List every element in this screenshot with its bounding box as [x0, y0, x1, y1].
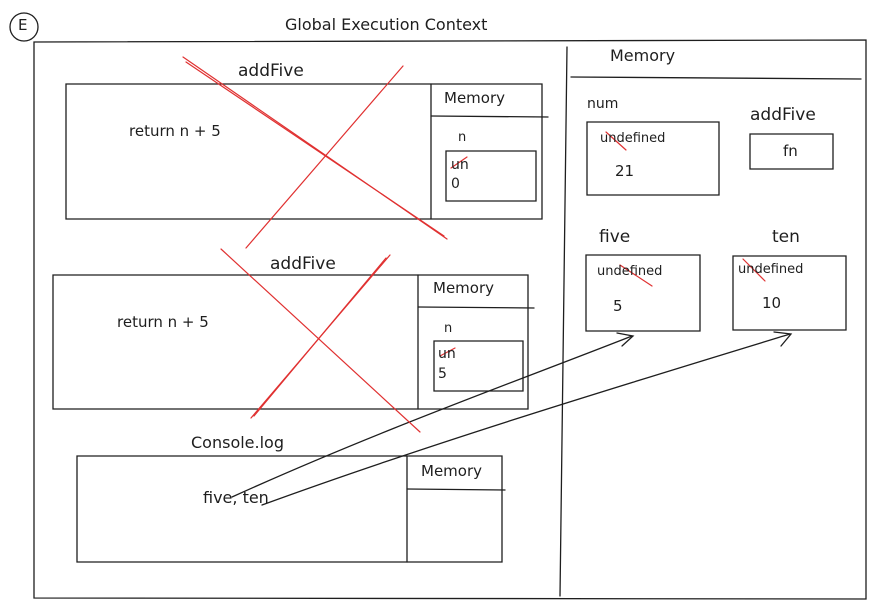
num-old: undefined — [600, 131, 666, 146]
five-name: five — [599, 227, 631, 247]
frame3-code: five, ten — [203, 488, 269, 507]
frame2-var-old: un — [438, 346, 456, 362]
frame1-strike-b — [245, 65, 404, 249]
frame2-strike-a — [220, 248, 421, 433]
ten-box — [732, 255, 847, 331]
gec-frame — [33, 39, 867, 600]
frame1-var-name: n — [458, 130, 467, 145]
arrow-to-ten-head — [773, 331, 793, 347]
num-old-strike — [605, 131, 627, 151]
ten-old: undefined — [738, 262, 804, 277]
frame1-memory-label: Memory — [444, 89, 506, 107]
ten-old-strike — [742, 258, 766, 282]
addfive-value: fn — [783, 142, 798, 160]
frame2-code: return n + 5 — [117, 313, 209, 331]
frame2-old-strike — [439, 347, 456, 357]
frame2-title: addFive — [270, 254, 336, 274]
frame2-var-value: 5 — [438, 366, 447, 382]
frame2-memory-label: Memory — [433, 279, 495, 297]
num-box — [586, 121, 720, 196]
five-old: undefined — [597, 264, 663, 279]
five-box — [585, 254, 701, 332]
five-value: 5 — [613, 297, 623, 315]
frame3-memory-underline — [406, 488, 506, 491]
frame3-title: Console.log — [191, 433, 284, 452]
frame2-memory-underline — [417, 306, 535, 309]
global-memory-label: Memory — [610, 46, 676, 65]
frame1-box — [65, 83, 543, 220]
frame1-var-value: 0 — [451, 176, 460, 192]
num-value: 21 — [615, 162, 635, 180]
addfive-name: addFive — [750, 105, 816, 125]
arrow-to-five-head — [616, 332, 635, 347]
badge-label: E — [18, 16, 28, 34]
ten-value: 10 — [762, 294, 782, 312]
arrow-to-five — [231, 335, 633, 498]
addfive-box — [749, 133, 834, 170]
frame1-code: return n + 5 — [129, 122, 221, 140]
frame2-var-box — [433, 340, 524, 392]
frame1-old-strike — [450, 156, 468, 169]
badge-circle — [9, 12, 39, 42]
frame2-var-name: n — [444, 321, 453, 336]
frame1-var-box — [445, 150, 537, 202]
five-old-strike — [619, 264, 653, 287]
frame3-memory-label: Memory — [421, 462, 483, 480]
gec-divider — [559, 46, 568, 597]
frame1-title: addFive — [238, 61, 304, 81]
frame2-strike-b2 — [253, 257, 387, 417]
frame1-strike-a2 — [185, 61, 445, 237]
global-memory-underline — [570, 76, 862, 80]
gec-title: Global Execution Context — [285, 15, 488, 34]
frame1-memory-underline — [430, 115, 549, 118]
num-name: num — [587, 96, 619, 112]
ten-name: ten — [772, 227, 800, 247]
frame1-var-old: un — [451, 157, 469, 173]
frame2-box — [52, 274, 529, 410]
arrow-to-ten — [261, 333, 791, 506]
frame3-box — [76, 455, 503, 563]
